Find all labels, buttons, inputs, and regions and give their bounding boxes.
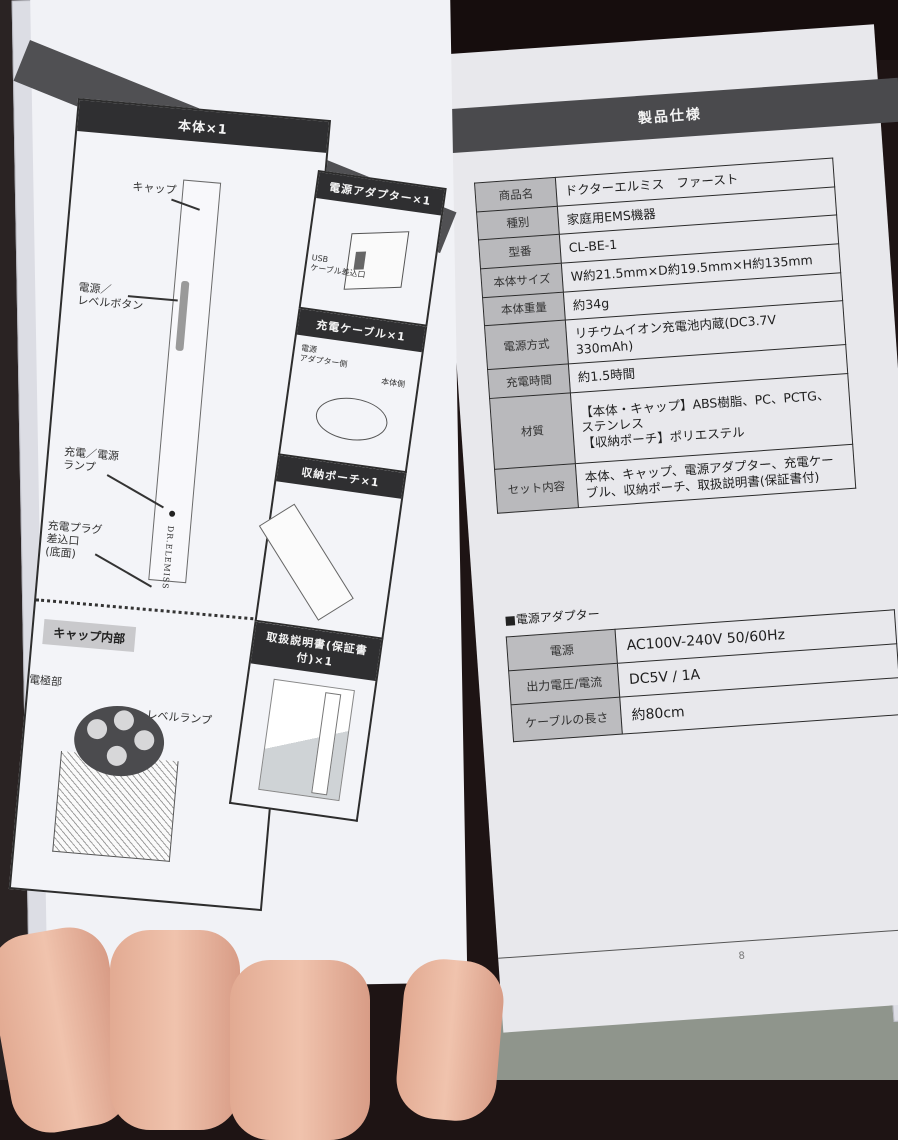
finger xyxy=(110,930,240,1130)
spec-label: 電源方式 xyxy=(484,320,569,370)
callout-electrode: 電極部 xyxy=(28,672,63,689)
electrode-bump xyxy=(86,718,108,740)
brand-mark: DR.ELEMISS xyxy=(160,525,176,591)
cable-panel: 充電ケーブル×1 電源 アダプター側 本体側 xyxy=(277,308,428,474)
body-side-label: 本体側 xyxy=(380,376,406,390)
device-illustration: DR.ELEMISS xyxy=(148,179,222,590)
callout-lamp: 充電／電源 ランプ xyxy=(62,445,120,475)
finger xyxy=(230,960,370,1140)
pouch-graphic xyxy=(258,503,354,621)
cap-inside-illustration xyxy=(44,691,197,863)
pouch-illustration xyxy=(257,481,401,637)
page-number: 8 xyxy=(738,950,746,963)
cap-inside-label: キャップ内部 xyxy=(42,619,137,652)
electrode-bump xyxy=(133,729,156,752)
adapter-section-title: ■電源アダプター xyxy=(504,606,601,628)
spec-label: セット内容 xyxy=(494,463,579,514)
dotted-separator xyxy=(35,598,284,623)
leader-line xyxy=(94,553,152,588)
cable-coil xyxy=(313,393,391,445)
footer-rule xyxy=(498,927,898,959)
electrode-bump xyxy=(105,745,128,767)
callout-plug-port: 充電プラグ 差込口 (底面) xyxy=(44,519,103,561)
callout-cap: キャップ xyxy=(131,180,177,197)
manual-panel: 取扱説明書(保証書付)×1 xyxy=(228,621,384,822)
adapter-panel: 電源アダプター×1 USB ケーブル差込口 xyxy=(298,170,447,327)
electrode-bump xyxy=(113,709,135,732)
spec-label: 材質 xyxy=(489,392,576,470)
manual-illustration xyxy=(231,663,375,819)
adapter-side-label: 電源 アダプター側 xyxy=(299,343,348,369)
power-button-graphic xyxy=(175,280,190,352)
manual-graphic xyxy=(258,678,355,802)
spec-header: 製品仕様 xyxy=(438,77,898,154)
adapter-illustration: USB ケーブル差込口 xyxy=(301,198,441,324)
lamp-graphic xyxy=(168,510,176,518)
cable-illustration: 電源 アダプター側 本体側 xyxy=(280,335,421,471)
manual-device-graphic xyxy=(311,692,342,796)
finger xyxy=(393,955,507,1125)
pouch-panel: 収納ポーチ×1 xyxy=(254,455,407,640)
spec-label: ケーブルの長さ xyxy=(511,697,623,742)
